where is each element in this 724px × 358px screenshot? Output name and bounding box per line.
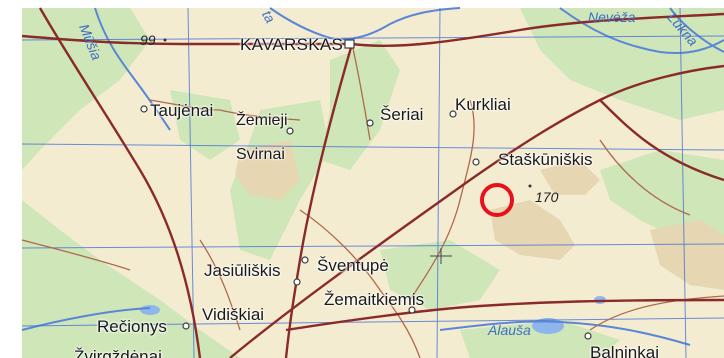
label-river-neveza: Nevėža bbox=[588, 9, 636, 25]
label-kavarskas: KAVARSKAS bbox=[240, 35, 344, 54]
label-elevation-99: 99 bbox=[140, 32, 156, 48]
grid-lines bbox=[21, 7, 724, 358]
kavarskas-marker bbox=[344, 39, 355, 49]
road-west bbox=[38, 7, 202, 358]
elevation-points bbox=[163, 38, 532, 188]
label-balninkai: Balninkai bbox=[590, 343, 659, 358]
main-roads bbox=[21, 7, 724, 358]
label-jasiuliskis: Jasiūliškis bbox=[204, 261, 281, 280]
label-zemieji: Žemieji bbox=[236, 112, 288, 129]
label-bottom-left-partial: Žvirgždėnai bbox=[74, 347, 162, 358]
label-elevation-170: 170 bbox=[535, 189, 559, 205]
river-musia bbox=[94, 7, 171, 131]
label-taujenai: Taujėnai bbox=[150, 101, 214, 120]
minor-roads bbox=[21, 43, 724, 358]
label-svirnai: Svirnai bbox=[236, 146, 285, 163]
label-recionys: Rečionys bbox=[97, 317, 167, 336]
location-marker[interactable] bbox=[480, 183, 514, 217]
label-kurkliai: Kurkliai bbox=[455, 95, 511, 114]
grid-cross-tick bbox=[430, 248, 452, 264]
settlement-markers bbox=[140, 39, 592, 340]
label-vidiskiai: Vidiškiai bbox=[202, 305, 265, 324]
label-sventupe: Šventupė bbox=[317, 256, 389, 275]
road-kavarskas-south bbox=[284, 43, 354, 358]
river-neveza bbox=[559, 7, 724, 55]
road-diagonal bbox=[229, 64, 724, 358]
label-seriai: Šeriai bbox=[380, 105, 424, 124]
rivers bbox=[21, 7, 724, 346]
road-kavarskas-east bbox=[351, 12, 724, 48]
label-zemaitkiemis: Žemaitkiemis bbox=[324, 290, 425, 309]
label-river-alausa: Alauša bbox=[488, 322, 531, 338]
label-staskuniskis: Staškūniškis bbox=[498, 150, 593, 169]
